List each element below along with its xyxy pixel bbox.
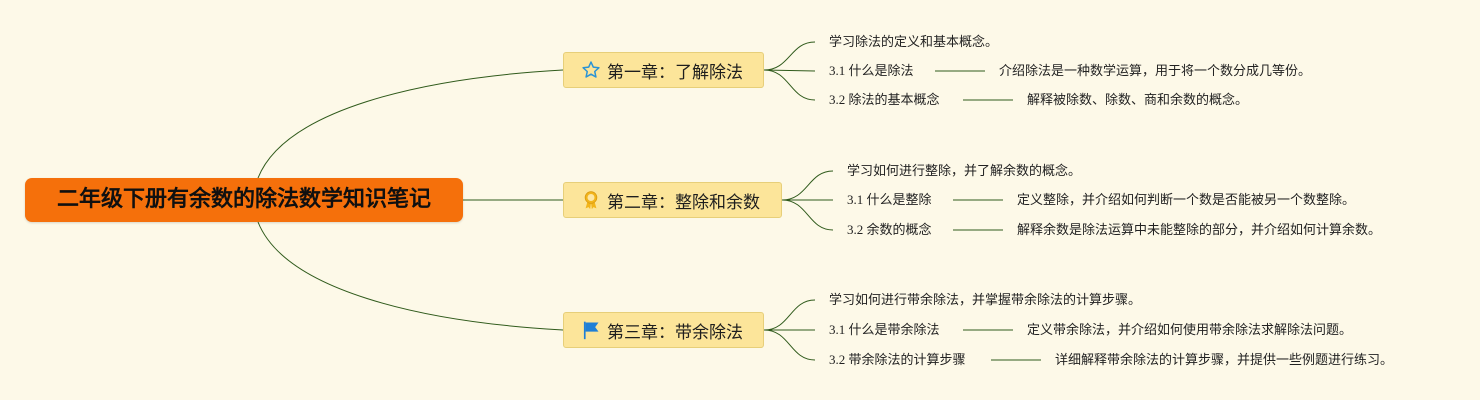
connector-ch1-section-2 bbox=[763, 69, 816, 101]
chapter-1-summary[interactable]: 学习除法的定义和基本概念。 bbox=[829, 34, 999, 49]
chapter-node-1[interactable]: 第一章：了解除法 bbox=[563, 52, 764, 88]
chapter-1-section-1-detail[interactable]: 介绍除法是一种数学运算，用于将一个数分成几等份。 bbox=[999, 63, 1312, 78]
connector-ch1-section-1 bbox=[763, 69, 816, 72]
chapter-1-section-2-detail[interactable]: 解释被除数、除数、商和余数的概念。 bbox=[1027, 92, 1249, 107]
chapter-3-summary[interactable]: 学习如何进行带余除法，并掌握带余除法的计算步骤。 bbox=[829, 292, 1142, 307]
chapter-1-section-2-title[interactable]: 3.2 除法的基本概念 bbox=[829, 92, 940, 107]
chapter-2-section-1-detail[interactable]: 定义整除，并介绍如何判断一个数是否能被另一个数整除。 bbox=[1017, 192, 1356, 207]
star-outline-icon bbox=[580, 59, 602, 81]
chapter-3-section-2-title[interactable]: 3.2 带余除法的计算步骤 bbox=[829, 352, 966, 367]
chapter-title: 第二章：整除和余数 bbox=[607, 192, 760, 213]
chapter-3-section-1-detail[interactable]: 定义带余除法，并介绍如何使用带余除法求解除法问题。 bbox=[1027, 322, 1353, 337]
chapter-2-section-1-title[interactable]: 3.1 什么是整除 bbox=[847, 192, 932, 207]
connector-root-chapter-3 bbox=[257, 221, 564, 331]
connector-ch3-section-2 bbox=[763, 329, 816, 361]
chapter-node-3[interactable]: 第三章：带余除法 bbox=[563, 312, 764, 348]
award-ribbon-icon bbox=[580, 189, 602, 211]
chapter-title: 第一章：了解除法 bbox=[607, 62, 743, 83]
chapter-2-section-2-title[interactable]: 3.2 余数的概念 bbox=[847, 222, 932, 237]
chapter-2-summary[interactable]: 学习如何进行整除，并了解余数的概念。 bbox=[847, 163, 1082, 178]
chapter-title: 第三章：带余除法 bbox=[607, 322, 743, 343]
connector-root-chapter-1 bbox=[257, 69, 564, 179]
connector-ch3-summary bbox=[763, 299, 816, 331]
connector-ch2-section-2 bbox=[781, 199, 834, 231]
blue-flag-icon bbox=[580, 319, 602, 341]
chapter-2-section-2-detail[interactable]: 解释余数是除法运算中未能整除的部分，并介绍如何计算余数。 bbox=[1017, 222, 1382, 237]
chapter-3-section-2-detail[interactable]: 详细解释带余除法的计算步骤，并提供一些例题进行练习。 bbox=[1055, 352, 1394, 367]
chapter-node-2[interactable]: 第二章：整除和余数 bbox=[563, 182, 782, 218]
root-node[interactable]: 二年级下册有余数的除法数学知识笔记 bbox=[25, 178, 463, 222]
chapter-1-section-1-title[interactable]: 3.1 什么是除法 bbox=[829, 63, 914, 78]
connector-ch2-summary bbox=[781, 170, 834, 201]
connector-ch1-summary bbox=[763, 41, 816, 71]
chapter-3-section-1-title[interactable]: 3.1 什么是带余除法 bbox=[829, 322, 940, 337]
